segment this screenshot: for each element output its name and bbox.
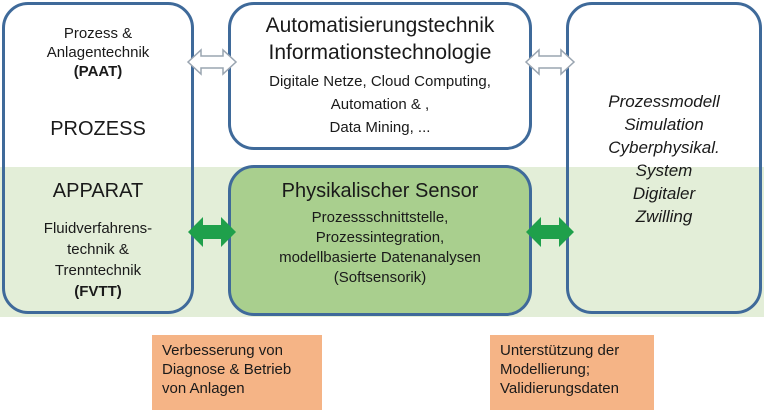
- double-arrow-left-sensor-icon: [188, 217, 236, 247]
- note-modellierung: Unterstützung der Modellierung; Validier…: [490, 335, 654, 410]
- paat-label: Prozess & Anlagentechnik (PAAT): [46, 25, 150, 80]
- sensor-title: Physikalischer Sensor: [281, 180, 479, 202]
- digital-twin-label: Prozessmodell Simulation Cyberphysikal. …: [608, 92, 720, 226]
- prozess-label: PROZESS: [50, 118, 146, 140]
- sensor-details: Prozessschnittstelle, Prozessintegration…: [279, 209, 481, 286]
- fvtt-label: Fluidverfahrens- technik & Trenntechnik …: [43, 220, 153, 300]
- note-diagnose-betrieb: Verbesserung von Diagnose & Betrieb von …: [152, 335, 322, 410]
- automation-it-details: Digitale Netze, Cloud Computing, Automat…: [269, 73, 491, 136]
- automation-it-title: Automatisierungstechnik Informationstech…: [265, 14, 495, 64]
- double-arrow-left-top-icon: [186, 48, 238, 76]
- physical-sensor-box: [228, 165, 532, 316]
- left-box-paat-fvtt: [2, 2, 194, 314]
- apparat-label: APPARAT: [52, 180, 144, 202]
- digital-twin-box: [566, 2, 762, 314]
- double-arrow-right-sensor-icon: [526, 217, 574, 247]
- automation-it-box: [228, 2, 532, 150]
- double-arrow-right-top-icon: [524, 48, 576, 76]
